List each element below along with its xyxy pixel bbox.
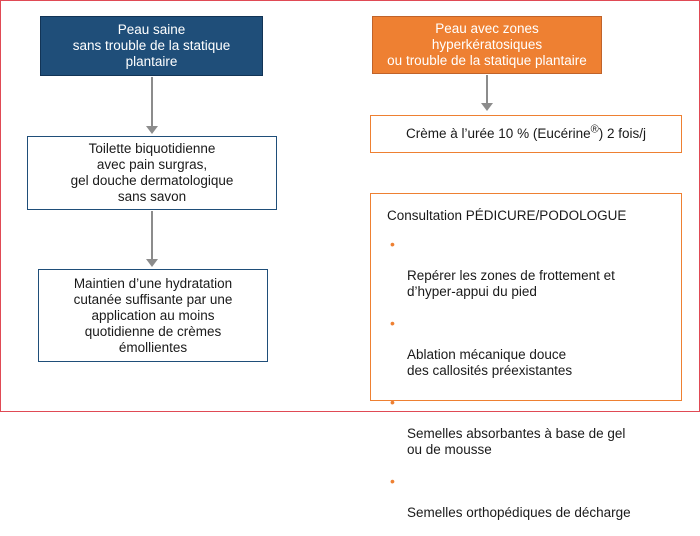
orange-bullet-icon: • xyxy=(390,394,395,410)
hydration-text: Maintien d’une hydratation cutanée suffi… xyxy=(73,275,233,355)
hyperkeratotic-skin-header-text: Peau avec zones hyperkératosiques ou tro… xyxy=(387,21,587,68)
urea-cream-suffix: ) 2 fois/j xyxy=(598,126,646,141)
arrow-left-2 xyxy=(151,211,153,260)
urea-cream-text: Crème à l’urée 10 % (Eucérine®) 2 fois/j xyxy=(406,123,646,142)
hydration-box: Maintien d’une hydratation cutanée suffi… xyxy=(38,269,268,362)
arrow-left-1-head xyxy=(146,126,158,134)
arrow-right-1 xyxy=(486,75,488,104)
consultation-item-text: Semelles orthopédiques de décharge xyxy=(407,505,631,520)
consultation-item: • Semelles absorbantes à base de gel ou … xyxy=(387,394,631,458)
consultation-item: • Repérer les zones de frottement et d’h… xyxy=(387,236,631,300)
consultation-item: • Ablation mécanique douce des callosité… xyxy=(387,315,631,379)
urea-cream-box: Crème à l’urée 10 % (Eucérine®) 2 fois/j xyxy=(370,115,682,153)
registered-mark: ® xyxy=(590,123,599,136)
podology-consultation-box: Consultation PÉDICURE/PODOLOGUE • Repére… xyxy=(370,193,682,520)
arrow-left-2-head xyxy=(146,259,158,267)
orange-bullet-icon: • xyxy=(390,473,395,489)
consultation-item-text: Ablation mécanique douce des callosités … xyxy=(407,347,573,378)
healthy-skin-header-box: Peau saine sans trouble de la statique p… xyxy=(40,16,263,76)
toilette-box: Toilette biquotidienne avec pain surgras… xyxy=(27,136,277,210)
consultation-title: Consultation PÉDICURE/PODOLOGUE xyxy=(387,208,627,223)
consultation-list: • Repérer les zones de frottement et d’h… xyxy=(387,236,631,536)
consultation-item-text: Semelles absorbantes à base de gel ou de… xyxy=(407,426,626,457)
consultation-item: • Semelles orthopédiques de décharge xyxy=(387,473,631,521)
healthy-skin-header-text: Peau saine sans trouble de la statique p… xyxy=(72,22,231,69)
arrow-right-1-head xyxy=(481,103,493,111)
arrow-left-1 xyxy=(151,77,153,127)
orange-bullet-icon: • xyxy=(390,315,395,331)
consultation-item-text: Repérer les zones de frottement et d’hyp… xyxy=(407,268,615,299)
toilette-text: Toilette biquotidienne avec pain surgras… xyxy=(70,141,234,204)
orange-bullet-icon: • xyxy=(390,236,395,252)
hyperkeratotic-skin-header-box: Peau avec zones hyperkératosiques ou tro… xyxy=(372,16,602,74)
urea-cream-prefix: Crème à l’urée 10 % (Eucérine xyxy=(406,126,591,141)
